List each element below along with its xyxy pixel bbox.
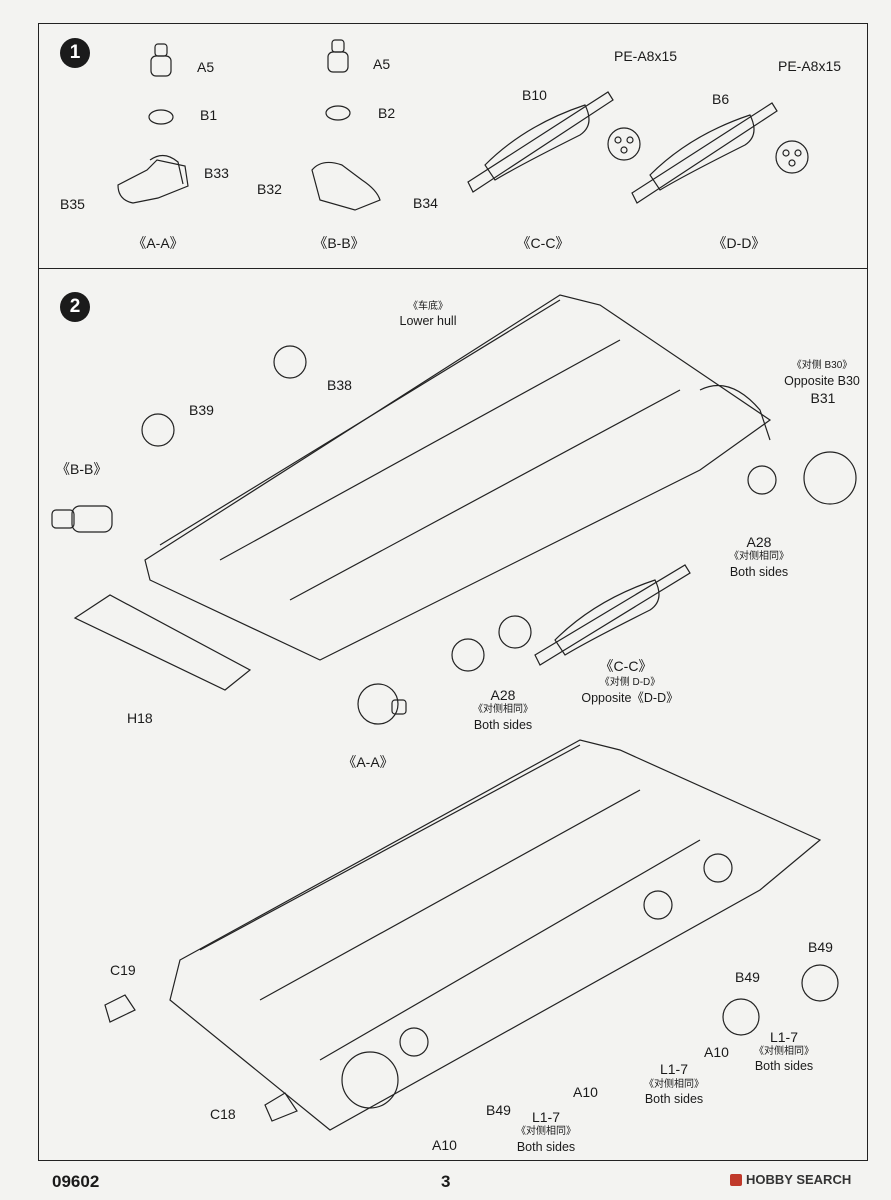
group-title-aa: 《A-A》 [132,235,184,251]
part-label-a5: A5 [197,59,215,75]
both-sides-en-l17-left: Both sides [516,1140,576,1154]
both-sides-cn-right: 《对侧相同》 [729,551,789,562]
watermark-brand: HOBBY SEARCH [730,1172,851,1187]
part-label-b6: B6 [712,91,730,107]
part-label-b49-left: B49 [486,1102,511,1118]
part-label-b10: B10 [522,87,547,103]
page-number: 3 [441,1172,451,1191]
part-label-b32: B32 [257,181,282,197]
part-label-l17-right: L1-7 [769,1029,799,1045]
group-title-cc: 《C-C》 [516,235,570,251]
step-2-badge: 2 [60,292,90,322]
part-label-b35: B35 [60,196,85,212]
part-label-b49-mid: B49 [735,969,760,985]
both-sides-en-l17-right: Both sides [754,1059,814,1073]
part-label-pe-a8x15-cc: PE-A8x15 [614,48,678,64]
group-label-cc-step2: 《C-C》 [599,658,653,674]
lower-hull-drawing [169,739,822,1131]
brand-logo-icon [730,1174,742,1186]
opposite-b30-en-label: Opposite B30 [784,374,860,388]
part-label-a28-right: A28 [746,534,772,550]
opposite-dd-en-label: Opposite《D-D》 [581,691,679,705]
part-label-b1: B1 [200,107,218,123]
part-label-b38: B38 [327,377,352,393]
both-sides-en-l17-mid: Both sides [644,1092,704,1106]
part-label-b2: B2 [378,105,396,121]
part-label-a10-right: A10 [704,1044,729,1060]
part-label-b31: B31 [810,390,836,406]
upper-hull-drawing [144,294,857,672]
part-label-b34: B34 [413,195,438,211]
part-label-a10-left: A10 [432,1137,457,1153]
group-title-bb: 《B-B》 [313,235,365,251]
both-sides-en-right: Both sides [729,565,789,579]
opposite-dd-cn-label: 《对侧 D-D》 [599,677,661,688]
both-sides-cn-left: 《对侧相同》 [473,704,533,715]
group-label-aa-step2: 《A-A》 [342,754,394,770]
both-sides-cn-l17-right: 《对侧相同》 [754,1046,814,1057]
part-label-b33: B33 [204,165,229,181]
part-label-a10-mid: A10 [573,1084,598,1100]
opposite-b30-cn-label: 《对侧 B30》 [791,360,853,371]
callout-circles [141,345,839,1036]
group-label-bb-step2: 《B-B》 [56,461,108,477]
both-sides-cn-l17-mid: 《对侧相同》 [644,1079,704,1090]
kit-code: 09602 [52,1172,100,1191]
dd-bracket-drawing [631,102,809,204]
cc-bracket-drawing [467,91,641,193]
bb-parts-drawing [311,39,381,211]
bb-side-drawing [51,505,113,533]
part-label-l17-left: L1-7 [531,1109,561,1125]
part-label-b39: B39 [189,402,214,418]
lower-hull-cn-label: 《车底》 [408,301,448,312]
part-label-b49-right: B49 [808,939,833,955]
group-title-dd: 《D-D》 [712,235,766,251]
part-label-a28-left: A28 [490,687,516,703]
step2-panel [38,268,868,1161]
aa-side-drawing [357,683,407,725]
part-label-c19: C19 [110,962,136,978]
step-1-badge: 1 [60,38,90,68]
lower-hull-en-label: Lower hull [399,314,457,328]
part-label-l17-mid: L1-7 [659,1061,689,1077]
side-bracket-drawing [534,564,691,666]
part-label-h18: H18 [127,710,153,726]
both-sides-cn-l17-left: 《对侧相同》 [516,1126,576,1137]
aa-parts-drawing [117,43,189,204]
h18-drawing [73,594,252,691]
track-guide-drawings [104,994,298,1122]
brand-text: HOBBY SEARCH [746,1172,852,1187]
part-label-pe-a8x15-dd: PE-A8x15 [778,58,842,74]
part-label-c18: C18 [210,1106,236,1122]
both-sides-en-left: Both sides [473,718,533,732]
part-label-a5-b: A5 [373,56,391,72]
